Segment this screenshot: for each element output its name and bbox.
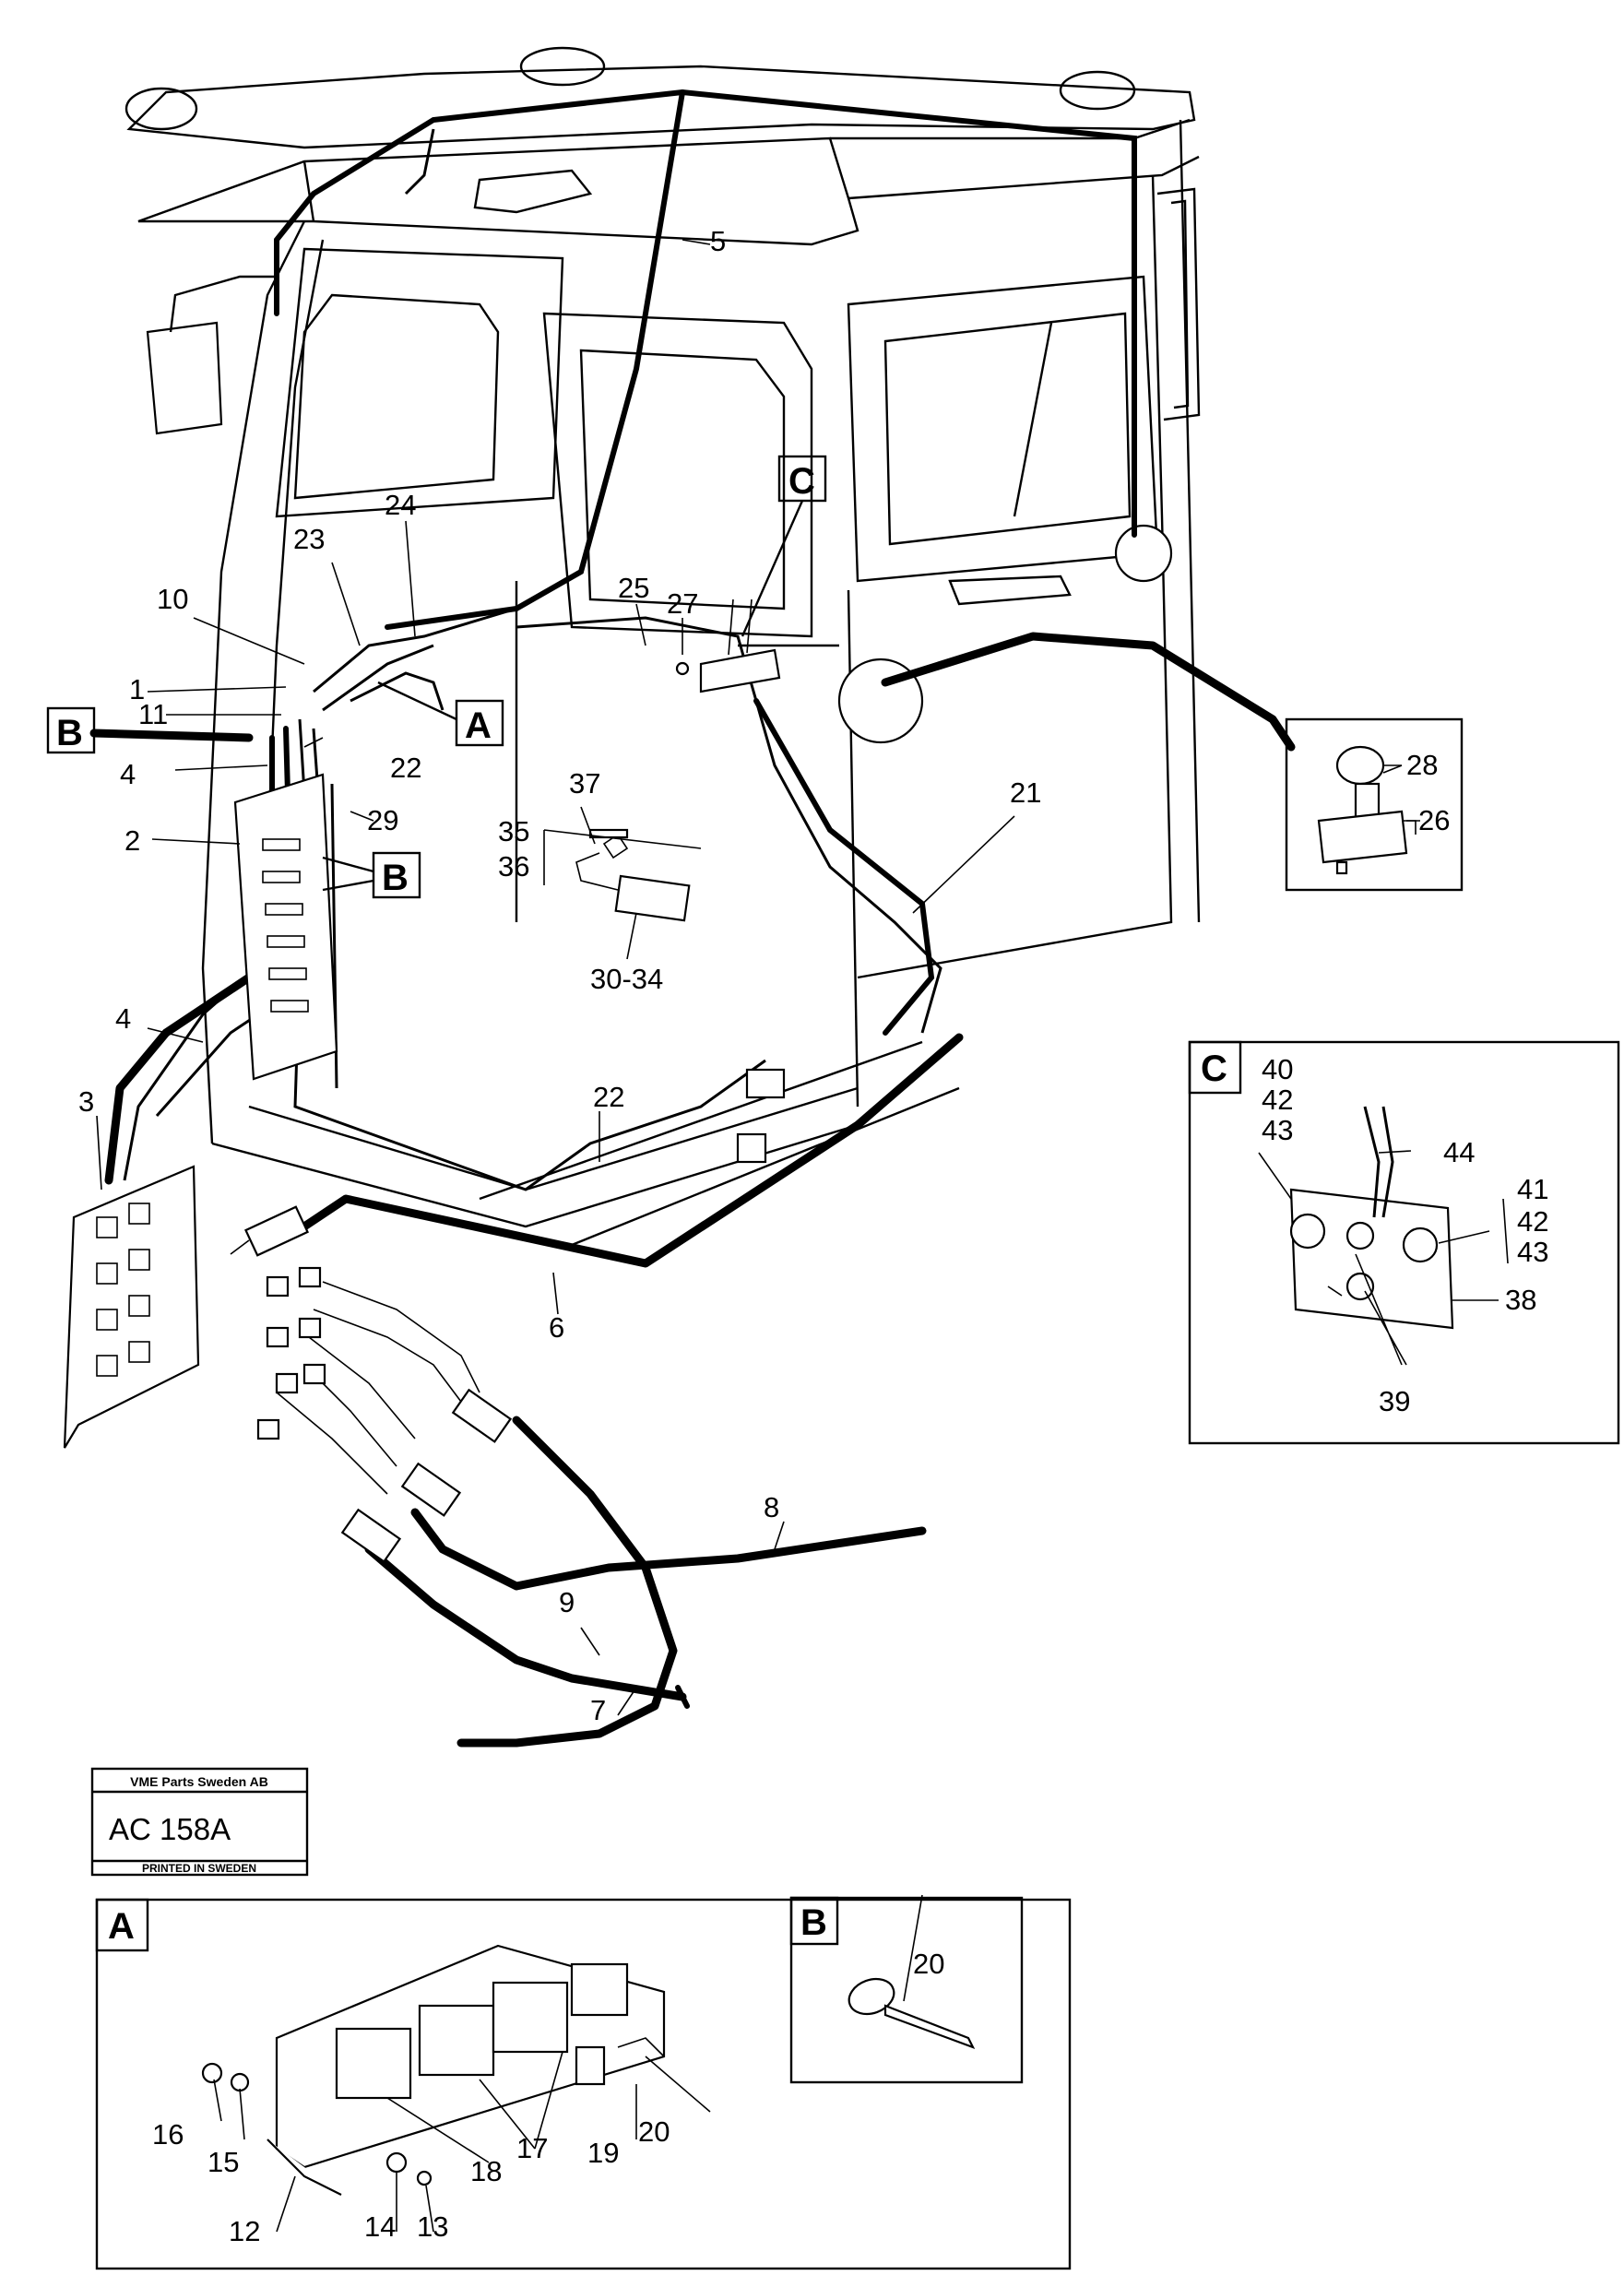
label-3: 3 bbox=[78, 1085, 94, 1118]
callout-c-detail: C bbox=[1201, 1049, 1227, 1089]
part-numbers: 1 11 4 2 4 3 10 23 24 22 29 5 25 27 37 3… bbox=[78, 225, 1548, 2247]
label-40: 40 bbox=[1262, 1053, 1293, 1085]
callout-a-detail: A bbox=[108, 1906, 135, 1947]
label-25: 25 bbox=[618, 572, 649, 604]
switch-30-34 bbox=[575, 828, 691, 922]
label-19: 19 bbox=[587, 2137, 619, 2169]
label-39: 39 bbox=[1379, 1385, 1410, 1417]
label-36: 36 bbox=[498, 850, 529, 883]
detail-b bbox=[789, 1896, 1024, 2084]
callout-b-detail: B bbox=[800, 1902, 827, 1943]
stamp-company: VME Parts Sweden AB bbox=[130, 1774, 268, 1789]
socket-27 bbox=[675, 598, 781, 693]
label-1: 1 bbox=[129, 673, 145, 705]
callout-b-side: B bbox=[382, 858, 409, 898]
label-21: 21 bbox=[1010, 776, 1041, 809]
stamp-printed: PRINTED IN SWEDEN bbox=[142, 1862, 256, 1875]
label-10: 10 bbox=[157, 583, 188, 615]
label-26: 26 bbox=[1418, 804, 1450, 836]
label-27: 27 bbox=[667, 587, 698, 620]
label-6: 6 bbox=[549, 1311, 564, 1344]
label-29: 29 bbox=[367, 804, 398, 836]
label-22a: 22 bbox=[390, 752, 421, 784]
label-42a: 42 bbox=[1262, 1084, 1293, 1116]
label-24: 24 bbox=[385, 489, 416, 521]
label-37: 37 bbox=[569, 767, 600, 800]
connector-22 bbox=[736, 1068, 786, 1164]
label-9: 9 bbox=[559, 1586, 575, 1618]
label-11: 11 bbox=[138, 698, 168, 730]
stamp: VME Parts Sweden AB AC 158A PRINTED IN S… bbox=[90, 1767, 309, 1877]
label-22b: 22 bbox=[593, 1081, 624, 1113]
label-41: 41 bbox=[1517, 1173, 1548, 1205]
label-43a: 43 bbox=[1262, 1114, 1293, 1146]
callout-c-main: C bbox=[788, 461, 815, 502]
label-28: 28 bbox=[1406, 749, 1438, 781]
leader-lines bbox=[96, 239, 1509, 2233]
label-23: 23 bbox=[293, 523, 325, 555]
label-15: 15 bbox=[207, 2146, 239, 2178]
callout-a-main: A bbox=[465, 705, 492, 746]
label-43b: 43 bbox=[1517, 1236, 1548, 1268]
label-12: 12 bbox=[229, 2215, 260, 2247]
callout-boxes bbox=[46, 455, 827, 899]
label-30-34: 30-34 bbox=[590, 963, 663, 995]
label-5: 5 bbox=[710, 225, 726, 257]
label-44: 44 bbox=[1443, 1136, 1475, 1168]
label-35: 35 bbox=[498, 815, 529, 847]
label-7: 7 bbox=[590, 1694, 606, 1726]
label-17: 17 bbox=[516, 2132, 548, 2164]
callout-b-main: B bbox=[56, 713, 83, 753]
detail-c bbox=[1188, 1040, 1620, 1445]
relay-panel-3 bbox=[63, 1165, 200, 1449]
label-8: 8 bbox=[764, 1491, 779, 1523]
label-18: 18 bbox=[470, 2155, 502, 2187]
detail-box-lamp-switch bbox=[1285, 717, 1464, 892]
label-42b: 42 bbox=[1517, 1205, 1548, 1238]
cab-body bbox=[124, 46, 1201, 1247]
label-13: 13 bbox=[417, 2210, 448, 2243]
label-16: 16 bbox=[152, 2118, 184, 2151]
fuse-box bbox=[233, 773, 338, 1081]
detail-a bbox=[95, 1898, 1072, 2270]
label-20a: 20 bbox=[638, 2115, 670, 2148]
label-4b: 4 bbox=[115, 1002, 131, 1035]
label-4a: 4 bbox=[120, 758, 136, 790]
label-20b: 20 bbox=[913, 1948, 944, 1980]
label-2: 2 bbox=[124, 824, 140, 857]
stamp-code: AC 158A bbox=[109, 1812, 231, 1846]
callout-letters: B B A C C A B bbox=[56, 461, 1227, 1947]
label-14: 14 bbox=[364, 2210, 396, 2243]
label-38: 38 bbox=[1505, 1284, 1536, 1316]
